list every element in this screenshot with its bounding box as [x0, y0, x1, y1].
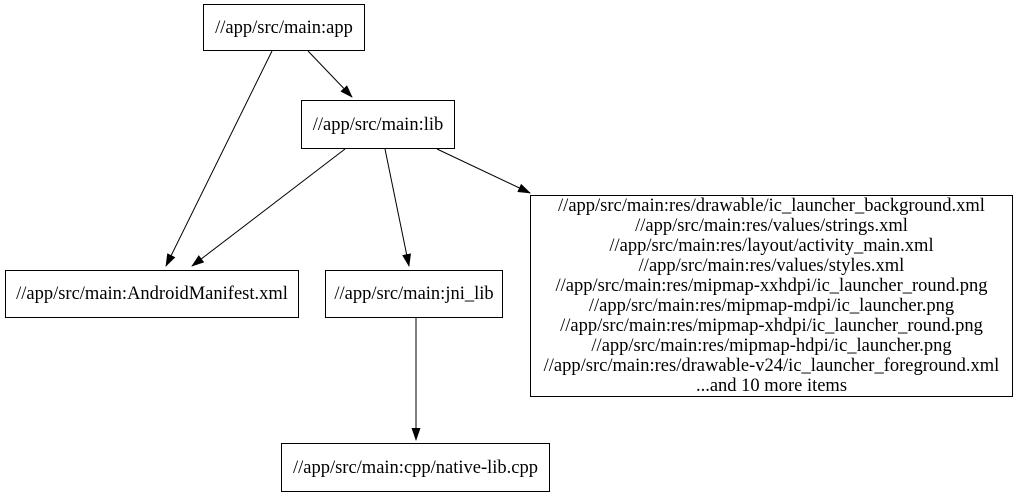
edge-lib-to-jni-lib	[384, 148, 411, 267]
node-app-label: //app/src/main:app	[215, 17, 353, 38]
node-res-line: //app/src/main:res/drawable/ic_launcher_…	[558, 196, 985, 216]
edge-app-to-lib	[307, 50, 353, 98]
node-res-line: //app/src/main:res/mipmap-hdpi/ic_launch…	[591, 336, 952, 356]
node-jni-lib: //app/src/main:jni_lib	[325, 270, 503, 318]
node-res-line: //app/src/main:res/values/strings.xml	[635, 216, 908, 236]
node-res-line: //app/src/main:res/mipmap-mdpi/ic_launch…	[588, 296, 955, 316]
node-android-manifest-label: //app/src/main:AndroidManifest.xml	[16, 284, 288, 304]
node-jni-lib-label: //app/src/main:jni_lib	[334, 284, 494, 304]
node-res-line: //app/src/main:res/layout/activity_main.…	[609, 236, 934, 256]
edge-app-to-android-manifest	[165, 50, 273, 267]
node-lib: //app/src/main:lib	[301, 100, 455, 149]
node-res-line: //app/src/main:res/mipmap-xxhdpi/ic_laun…	[555, 276, 988, 296]
node-res-group: //app/src/main:res/drawable/ic_launcher_…	[530, 195, 1013, 397]
node-android-manifest: //app/src/main:AndroidManifest.xml	[5, 270, 299, 318]
node-res-line: //app/src/main:res/mipmap-xhdpi/ic_launc…	[560, 316, 983, 336]
node-native-lib-label: //app/src/main:cpp/native-lib.cpp	[292, 457, 539, 478]
node-native-lib: //app/src/main:cpp/native-lib.cpp	[281, 443, 550, 492]
edge-lib-to-res-group	[436, 148, 531, 194]
node-app: //app/src/main:app	[203, 4, 365, 51]
node-res-line: //app/src/main:res/drawable-v24/ic_launc…	[543, 356, 1000, 376]
node-lib-label: //app/src/main:lib	[312, 114, 444, 135]
edge-lib-to-android-manifest	[191, 148, 346, 267]
node-res-more-items: ...and 10 more items	[695, 376, 848, 396]
node-res-line: //app/src/main:res/values/styles.xml	[638, 256, 905, 276]
